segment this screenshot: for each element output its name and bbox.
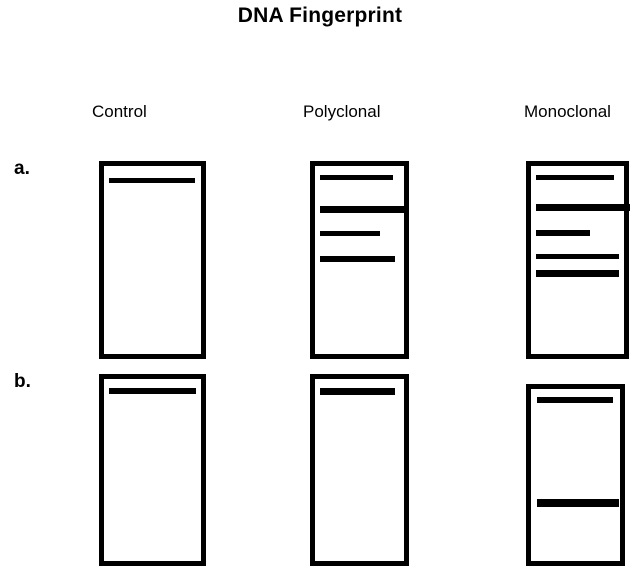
page-title: DNA Fingerprint [237,4,403,27]
lane-a-monoclonal [526,161,630,359]
lane-b-monoclonal [526,384,625,566]
dna-band [537,499,619,507]
dna-band [320,206,404,213]
dna-band [320,256,395,262]
dna-band [537,397,613,403]
dna-band [536,175,614,180]
row-label-b: b. [14,371,31,392]
dna-band [536,254,619,259]
lane-b-control [99,374,206,566]
dna-band [536,204,630,211]
lane-b-polyclonal [310,374,409,566]
column-label-control: Control [92,102,147,121]
dna-band [109,388,196,394]
lane-a-control [99,161,206,359]
lane-a-polyclonal [310,161,409,359]
dna-band [320,175,393,180]
row-label-a: a. [14,158,30,179]
column-label-polyclonal: Polyclonal [303,102,381,121]
column-label-monoclonal: Monoclonal [524,102,611,121]
dna-band [536,230,590,236]
dna-band [320,231,380,236]
dna-band [109,178,195,183]
dna-band [320,388,395,395]
dna-band [536,270,619,277]
